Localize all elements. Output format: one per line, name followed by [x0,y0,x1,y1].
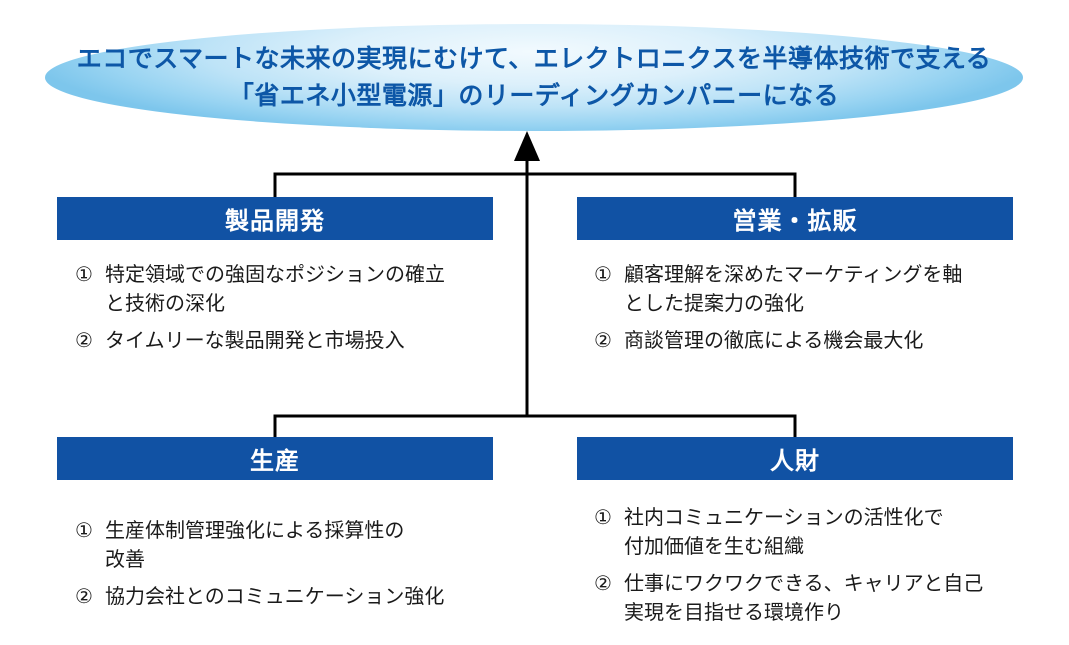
goal-list-sales-expansion: ① 顧客理解を深めたマーケティングを軸 とした提案力の強化 ② 商談管理の徹底に… [594,261,1039,356]
vision-statement-line1: エコでスマートな未来の実現にむけて、エレクトロニクスを半導体技術で支える [76,44,992,73]
item-text: 社内コミュニケーションの活性化で 付加価値を生む組織 [624,507,944,558]
goal-list-production: ① 生産体制管理強化による採算性の 改善 ② 協力会社とのコミュニケーション強化 [75,517,520,612]
vision-ellipse: エコでスマートな未来の実現にむけて、エレクトロニクスを半導体技術で支える 「省エ… [45,24,1023,131]
item-text: 仕事にワクワクできる、キャリアと自己 実現を目指せる環境作り [624,573,984,624]
item-number-badge: ② [594,330,612,352]
section-header-sales-expansion: 営業・拡販 [577,197,1013,240]
item-number-badge: ② [594,573,612,595]
goal-list-human-resources: ① 社内コミュニケーションの活性化で 付加価値を生む組織 ② 仕事にワクワクでき… [594,504,1039,628]
list-item: ② 商談管理の徹底による機会最大化 [594,327,1039,356]
bottom-bracket-line [273,414,797,439]
section-header-production: 生産 [57,437,493,480]
list-item: ② 仕事にワクワクできる、キャリアと自己 実現を目指せる環境作り [594,570,1039,628]
list-item: ② 協力会社とのコミュニケーション強化 [75,583,520,612]
item-text: 生産体制管理強化による採算性の 改善 [105,520,405,571]
item-text: 顧客理解を深めたマーケティングを軸 とした提案力の強化 [624,264,963,315]
item-number-badge: ② [75,586,93,608]
item-text: タイムリーな製品開発と市場投入 [105,330,405,352]
section-header-human-resources: 人財 [577,437,1013,480]
top-bracket-line [273,172,797,199]
vision-statement-line2: 「省エネ小型電源」のリーディングカンパニーになる [228,81,840,110]
item-text: 特定領域での強固なポジションの確立 と技術の深化 [105,264,445,315]
item-number-badge: ① [594,264,612,286]
list-item: ① 顧客理解を深めたマーケティングを軸 とした提案力の強化 [594,261,1039,319]
item-text: 協力会社とのコミュニケーション強化 [105,586,445,608]
item-number-badge: ① [75,264,93,286]
list-item: ① 特定領域での強固なポジションの確立 と技術の深化 [75,261,520,319]
item-text: 商談管理の徹底による機会最大化 [624,330,924,352]
up-arrow-icon [514,131,540,161]
section-header-product-development: 製品開発 [57,197,493,240]
list-item: ① 生産体制管理強化による採算性の 改善 [75,517,520,575]
list-item: ② タイムリーな製品開発と市場投入 [75,327,520,356]
item-number-badge: ② [75,330,93,352]
list-item: ① 社内コミュニケーションの活性化で 付加価値を生む組織 [594,504,1039,562]
item-number-badge: ① [594,507,612,529]
goal-list-product-development: ① 特定領域での強固なポジションの確立 と技術の深化 ② タイムリーな製品開発と… [75,261,520,356]
item-number-badge: ① [75,520,93,542]
